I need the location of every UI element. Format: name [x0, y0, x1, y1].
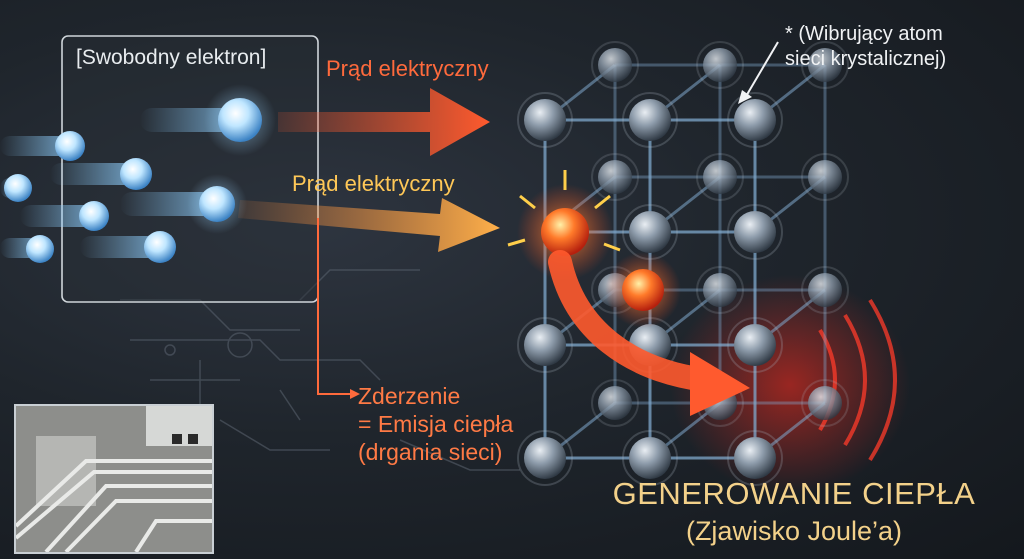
atom-vibration-ring	[801, 266, 849, 314]
lattice-atom	[734, 324, 776, 366]
lattice-atom	[703, 160, 737, 194]
circuit-board-photo	[14, 404, 214, 554]
atom-note-line-1: * (Wibrujący atom	[785, 23, 943, 45]
lattice-atom	[629, 99, 671, 141]
heated-atom	[622, 269, 664, 311]
collision-caption: Zderzenie = Emisja ciepła (drgania sieci…	[358, 382, 513, 466]
collision-line-3: (drgania sieci)	[358, 439, 503, 465]
lattice-atom	[808, 273, 842, 307]
title-block: GENEROWANIE CIEPŁA (Zjawisko Joule’a)	[594, 476, 994, 547]
electron	[144, 231, 176, 263]
atom-vibration-ring	[591, 379, 639, 427]
free-electrons	[4, 84, 276, 263]
atom-note-pointer	[744, 41, 779, 99]
electron	[55, 131, 85, 161]
atom-vibration-ring	[517, 430, 573, 486]
lattice-atom	[734, 211, 776, 253]
lattice-atom	[524, 99, 566, 141]
atom-vibration-ring	[591, 41, 639, 89]
lattice-atom	[703, 273, 737, 307]
lattice-atom	[808, 386, 842, 420]
lattice-atom	[734, 437, 776, 479]
lattice-atom	[598, 160, 632, 194]
atom-vibration-ring	[696, 266, 744, 314]
atom-vibration-ring	[591, 153, 639, 201]
vibrating-atom-note: * (Wibrujący atom sieci krystalicznej)	[785, 22, 946, 72]
collision-line-2: = Emisja ciepła	[358, 411, 514, 437]
lattice-atom	[629, 437, 671, 479]
atom-vibration-ring	[517, 92, 573, 148]
electron	[120, 158, 152, 190]
atom-vibration-ring	[696, 153, 744, 201]
collision-connector-arrowhead	[350, 389, 360, 399]
lattice-atom	[598, 48, 632, 82]
current-arrow-middle	[238, 198, 500, 252]
collided-atom	[507, 170, 681, 328]
atom-vibration-ring	[801, 153, 849, 201]
atom-vibration-ring	[727, 317, 783, 373]
atom-note-arrowhead	[738, 90, 752, 104]
atom-vibration-ring	[801, 379, 849, 427]
collision-connector	[317, 218, 350, 395]
electron	[79, 201, 109, 231]
lattice-atom	[524, 324, 566, 366]
current-arrow-top	[278, 88, 490, 156]
atom-vibration-ring	[517, 317, 573, 373]
atom-vibration-ring	[801, 41, 849, 89]
lattice-atom	[734, 99, 776, 141]
atom-vibration-ring	[696, 41, 744, 89]
heat-generation-title: GENEROWANIE CIEPŁA	[612, 476, 976, 511]
free-electron-label: [Swobodny elektron]	[76, 46, 267, 69]
lattice-atom	[808, 160, 842, 194]
heat-transfer-arrow	[548, 250, 750, 416]
electron	[4, 174, 32, 202]
atom-vibration-ring	[727, 92, 783, 148]
lattice-atoms	[517, 41, 849, 486]
electron	[218, 98, 262, 142]
lattice-atom	[629, 211, 671, 253]
collision-line-1: Zderzenie	[358, 383, 461, 409]
atom-vibration-ring	[622, 430, 678, 486]
atom-vibration-ring	[727, 204, 783, 260]
lattice-atom	[808, 48, 842, 82]
joule-effect-subtitle: (Zjawisko Joule’a)	[685, 516, 903, 546]
lattice-atom	[598, 386, 632, 420]
electron	[199, 186, 235, 222]
atom-vibration-ring	[622, 92, 678, 148]
lattice-atom	[703, 48, 737, 82]
current-label-middle: Prąd elektryczny	[292, 171, 455, 196]
electron	[26, 235, 54, 263]
background-circuit-traces	[120, 269, 520, 471]
atom-note-line-2: sieci krystalicznej)	[785, 48, 947, 70]
current-label-top: Prąd elektryczny	[326, 56, 489, 81]
lattice-atom	[524, 437, 566, 479]
atom-vibration-ring	[727, 430, 783, 486]
